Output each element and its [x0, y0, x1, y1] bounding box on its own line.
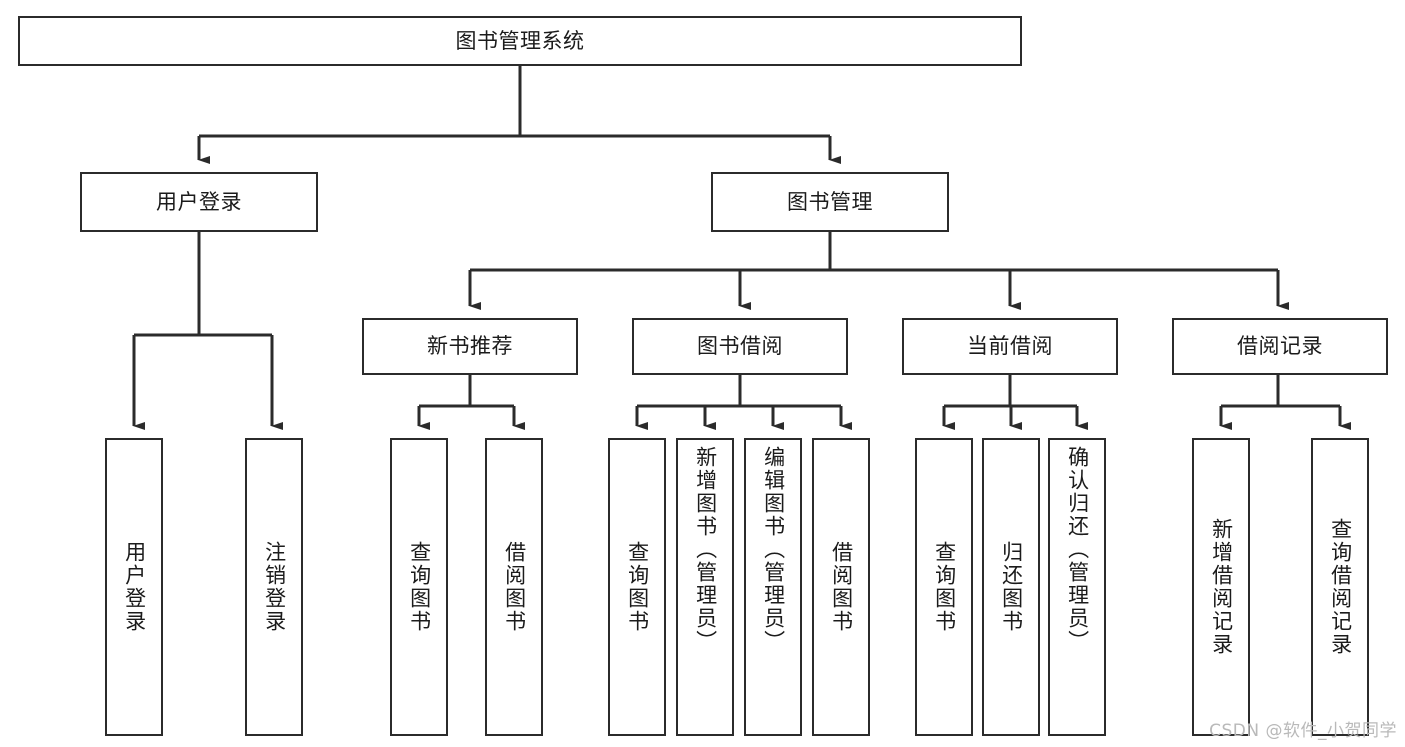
- node-root[interactable]: 图书管理系统: [18, 16, 1022, 66]
- node-new-book-recommend[interactable]: 新书推荐: [362, 318, 578, 375]
- node-leaf-return-book-label: 归还图书: [999, 541, 1024, 633]
- node-leaf-confirm-return-admin[interactable]: 确认归还（管理员）: [1048, 438, 1106, 736]
- node-leaf-query-book-recommend[interactable]: 查询图书: [390, 438, 448, 736]
- node-leaf-borrow-book-recommend[interactable]: 借阅图书: [485, 438, 543, 736]
- node-current-borrow-label: 当前借阅: [967, 334, 1053, 359]
- node-user-login-label: 用户登录: [156, 189, 242, 214]
- node-user-login[interactable]: 用户登录: [80, 172, 318, 232]
- node-root-label: 图书管理系统: [455, 28, 585, 53]
- node-leaf-query-borrow-record-label: 查询借阅记录: [1328, 518, 1353, 656]
- node-leaf-logout[interactable]: 注销登录: [245, 438, 303, 736]
- node-leaf-add-book-admin-label: 新增图书（管理员）: [693, 446, 718, 653]
- node-leaf-query-borrow-record[interactable]: 查询借阅记录: [1311, 438, 1369, 736]
- node-leaf-query-book-current-label: 查询图书: [932, 541, 957, 633]
- node-leaf-query-book-borrow[interactable]: 查询图书: [608, 438, 666, 736]
- node-book-manage[interactable]: 图书管理: [711, 172, 949, 232]
- node-book-borrow-label: 图书借阅: [697, 334, 783, 359]
- node-leaf-user-login-label: 用户登录: [122, 541, 147, 633]
- node-leaf-query-book-borrow-label: 查询图书: [625, 541, 650, 633]
- node-leaf-borrow-book[interactable]: 借阅图书: [812, 438, 870, 736]
- node-leaf-add-borrow-record-label: 新增借阅记录: [1209, 518, 1234, 656]
- node-book-manage-label: 图书管理: [787, 189, 873, 214]
- node-leaf-edit-book-admin-label: 编辑图书（管理员）: [761, 446, 786, 653]
- node-leaf-confirm-return-admin-label: 确认归还（管理员）: [1065, 446, 1090, 653]
- node-borrow-record-label: 借阅记录: [1237, 334, 1323, 359]
- node-leaf-user-login[interactable]: 用户登录: [105, 438, 163, 736]
- node-leaf-add-borrow-record[interactable]: 新增借阅记录: [1192, 438, 1250, 736]
- node-current-borrow[interactable]: 当前借阅: [902, 318, 1118, 375]
- node-new-book-recommend-label: 新书推荐: [427, 334, 513, 359]
- node-leaf-logout-label: 注销登录: [262, 541, 287, 633]
- watermark: CSDN @软件_小贺同学: [1209, 721, 1397, 741]
- node-leaf-return-book[interactable]: 归还图书: [982, 438, 1040, 736]
- node-leaf-add-book-admin[interactable]: 新增图书（管理员）: [676, 438, 734, 736]
- node-book-borrow[interactable]: 图书借阅: [632, 318, 848, 375]
- node-leaf-query-book-recommend-label: 查询图书: [407, 541, 432, 633]
- node-leaf-borrow-book-label: 借阅图书: [829, 541, 854, 633]
- node-leaf-query-book-current[interactable]: 查询图书: [915, 438, 973, 736]
- node-leaf-borrow-book-recommend-label: 借阅图书: [502, 541, 527, 633]
- node-leaf-edit-book-admin[interactable]: 编辑图书（管理员）: [744, 438, 802, 736]
- node-borrow-record[interactable]: 借阅记录: [1172, 318, 1388, 375]
